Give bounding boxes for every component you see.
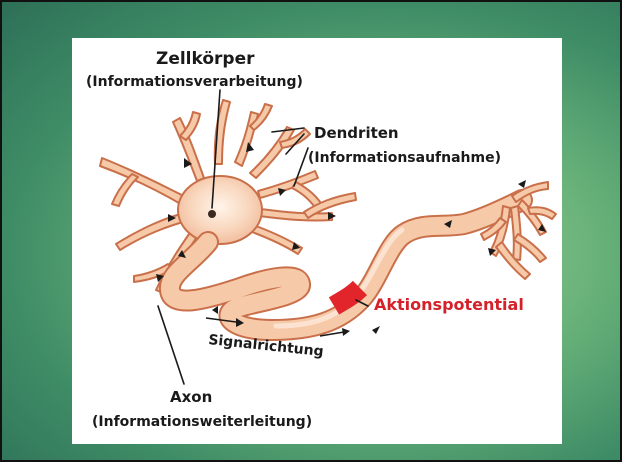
label-axon: Axon (170, 388, 212, 406)
action-potential-band (334, 288, 360, 306)
cell-body (178, 176, 262, 244)
label-dendriten-sub: (Informationsaufnahme) (308, 150, 501, 166)
label-zellkoerper-sub: (Informationsverarbeitung) (86, 74, 303, 90)
diagram-card: Zellkörper (Informationsverarbeitung) De… (72, 38, 562, 444)
nucleus (208, 210, 216, 218)
label-axon-sub: (Informationsweiterleitung) (92, 414, 312, 430)
neuron-diagram: Zellkörper (Informationsverarbeitung) De… (72, 38, 562, 444)
label-zellkoerper: Zellkörper (156, 49, 255, 69)
label-aktionspotential: Aktionspotential (374, 295, 524, 314)
label-dendriten: Dendriten (314, 124, 399, 142)
